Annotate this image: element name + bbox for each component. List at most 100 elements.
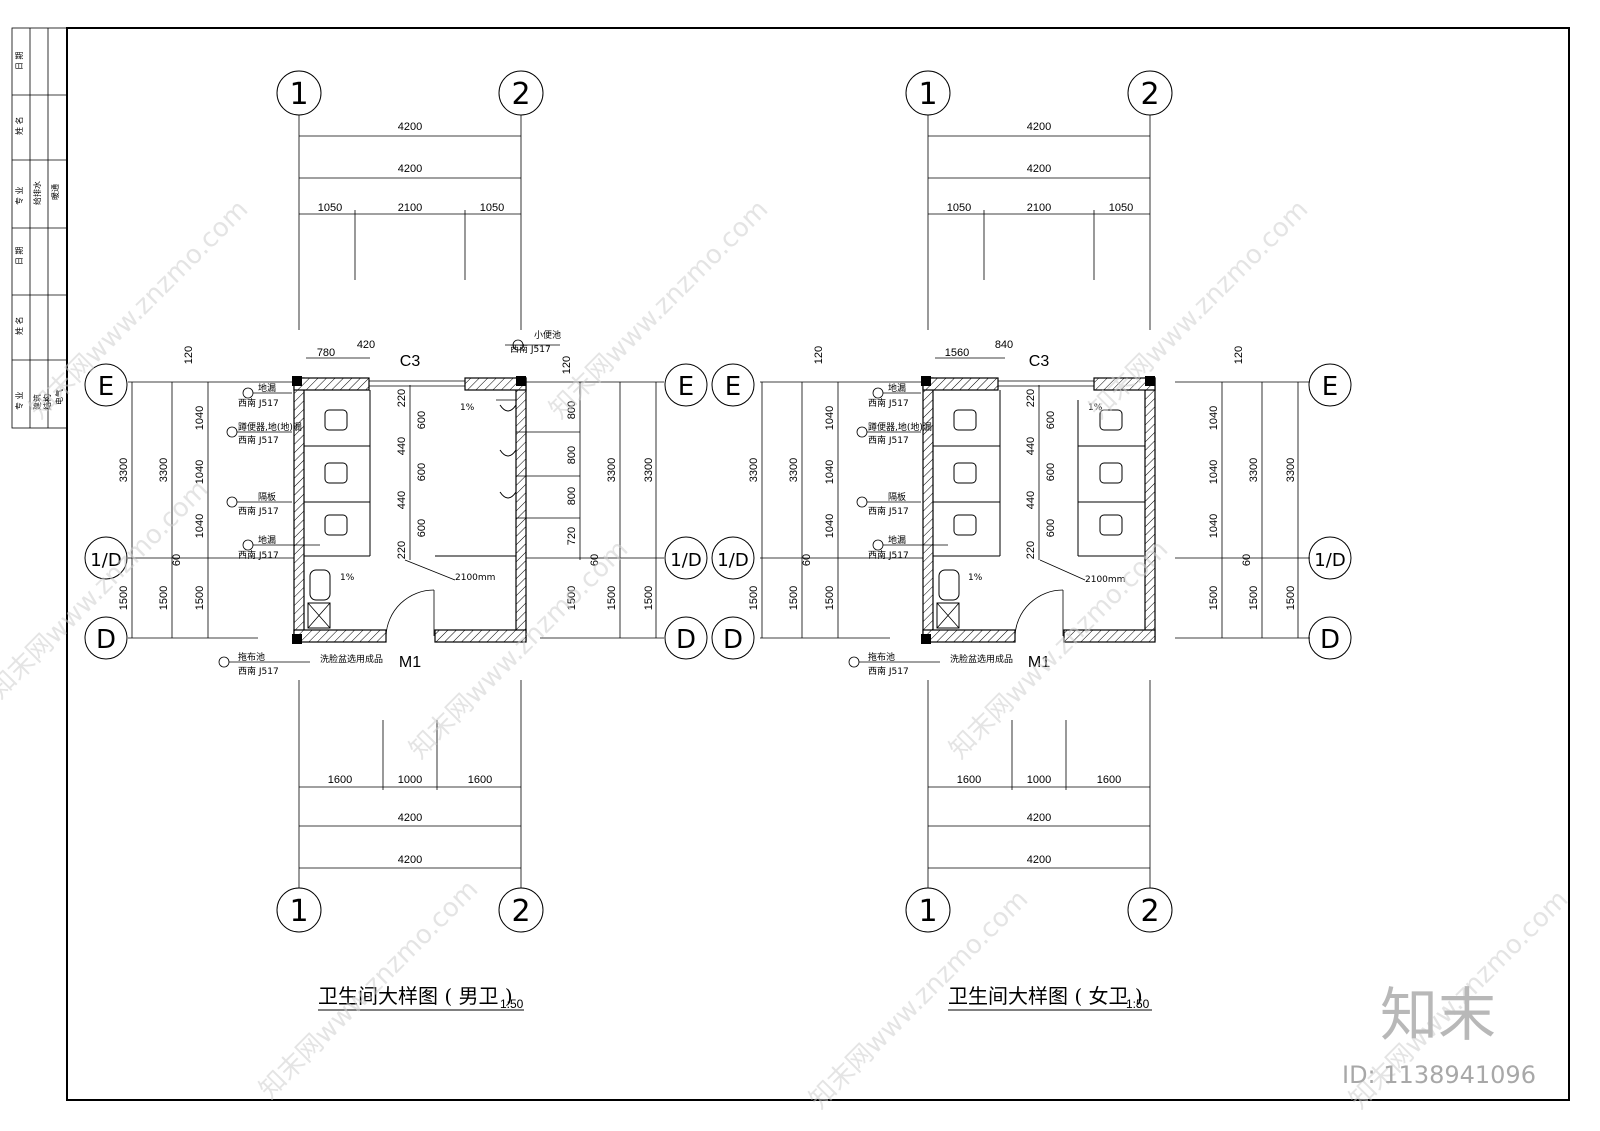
male-right-60: 60 bbox=[589, 554, 601, 566]
male-note-mop: 拖布池 bbox=[238, 651, 265, 663]
female-right-60: 60 bbox=[1241, 554, 1253, 566]
female-title: 卫生间大样图 ( 女卫 ) bbox=[948, 984, 1143, 1008]
watermark-id: ID: 1138941096 bbox=[1342, 1061, 1536, 1089]
dim-bottom-1600-b: 1600 bbox=[468, 774, 492, 786]
female-note-mop: 拖布池 bbox=[868, 651, 895, 663]
f-grid-bubble-1-bottom bbox=[905, 887, 951, 933]
male-dim-120-left: 120 bbox=[183, 346, 195, 364]
f-grid-bubble-E-right bbox=[1308, 363, 1352, 407]
dim-top-4200-a: 4200 bbox=[398, 121, 422, 133]
female-note-ref-2: 西南 J517 bbox=[868, 434, 909, 446]
male-right-3300-b: 3300 bbox=[643, 458, 655, 482]
dim-top-1050-b: 1050 bbox=[480, 202, 504, 214]
female-dim-220-top: 220 bbox=[1025, 389, 1037, 407]
female-note-ref-4: 西南 J517 bbox=[868, 549, 909, 561]
male-window-c3: C3 bbox=[400, 353, 421, 370]
grid-label-2-top: 2 bbox=[511, 77, 530, 112]
male-dim-420: 420 bbox=[357, 339, 375, 351]
f-grid-label-D-right: D bbox=[1320, 625, 1340, 655]
male-note-partition: 隔板 bbox=[258, 491, 276, 503]
f-grid-bubble-1D-left bbox=[711, 536, 755, 580]
male-note-ref-4: 西南 J517 bbox=[238, 549, 279, 561]
male-left-3300-a: 3300 bbox=[118, 458, 130, 482]
grid-label-1D-left: 1/D bbox=[90, 550, 121, 571]
grid-bubble-E-mid-a bbox=[664, 363, 708, 407]
tb-hvac: 暖通 bbox=[50, 184, 60, 200]
male-right-1500-c: 1500 bbox=[643, 586, 655, 610]
male-dim-720: 720 bbox=[566, 527, 578, 545]
grid-bubble-E-left bbox=[84, 363, 128, 407]
female-left-3300-a: 3300 bbox=[748, 458, 760, 482]
male-slope: 1% bbox=[460, 403, 475, 413]
male-dim-440-a: 440 bbox=[396, 437, 408, 455]
female-dim-2100mm: 2100mm bbox=[1085, 575, 1125, 585]
male-dim-220-bottom: 220 bbox=[396, 541, 408, 559]
tb-structure: 结构 bbox=[42, 394, 52, 410]
female-left-1500-c: 1500 bbox=[824, 586, 836, 610]
female-note-ref-1: 西南 J517 bbox=[868, 397, 909, 409]
male-slope-2: 1% bbox=[340, 573, 355, 583]
male-right-1500-b: 1500 bbox=[606, 586, 618, 610]
male-left-3300-b: 3300 bbox=[158, 458, 170, 482]
watermark-3: 知末网www.znzmo.com bbox=[1084, 194, 1315, 425]
male-note-urinal-ref: 西南 J517 bbox=[510, 343, 551, 355]
male-dim-440-b: 440 bbox=[396, 491, 408, 509]
female-slope: 1% bbox=[1088, 403, 1103, 413]
f-dim-top-2100: 2100 bbox=[1027, 202, 1051, 214]
f-dim-bottom-1600-b: 1600 bbox=[1097, 774, 1121, 786]
female-right-3300-a: 3300 bbox=[1248, 458, 1260, 482]
female-left-1500-a: 1500 bbox=[748, 586, 760, 610]
female-note-ref-5: 西南 J517 bbox=[868, 665, 909, 677]
tb-name-1: 姓 名 bbox=[14, 116, 24, 135]
male-note-urinal: 小便池 bbox=[534, 329, 561, 341]
f-dim-bottom-1600-a: 1600 bbox=[957, 774, 981, 786]
title-block: 日 期 姓 名 专 业 给排水 暖通 日 期 姓 名 专 业 建筑 结构 电气 bbox=[11, 27, 68, 429]
grid-bubble-1D-mid-a bbox=[664, 536, 708, 580]
grid-bubble-D-mid-a bbox=[664, 616, 708, 660]
f-grid-bubble-E-left bbox=[711, 363, 755, 407]
male-left-1040-b: 1040 bbox=[194, 460, 206, 484]
grid-bubble-2-bottom bbox=[498, 887, 544, 933]
male-dim-780: 780 bbox=[317, 347, 335, 359]
female-left-1040-c: 1040 bbox=[824, 514, 836, 538]
drawing-frame bbox=[66, 27, 1570, 1101]
watermark-6: 知末网www.znzmo.com bbox=[944, 534, 1175, 765]
grid-bubble-D-left bbox=[84, 616, 128, 660]
female-note-basin: 洗脸盆选用成品 bbox=[950, 653, 1013, 665]
dim-bottom-1000: 1000 bbox=[398, 774, 422, 786]
male-dim-120-right: 120 bbox=[561, 356, 573, 374]
male-title: 卫生间大样图 ( 男卫 ) bbox=[318, 984, 513, 1008]
male-left-1500-a: 1500 bbox=[118, 586, 130, 610]
male-dim-800-b: 800 bbox=[566, 446, 578, 464]
male-note-drain-1: 地漏 bbox=[258, 382, 276, 394]
dim-bottom-4200-b: 4200 bbox=[398, 854, 422, 866]
male-dim-600-b: 600 bbox=[416, 463, 428, 481]
male-door-m1: M1 bbox=[399, 654, 421, 671]
male-note-ref-1: 西南 J517 bbox=[238, 397, 279, 409]
f-grid-bubble-1D-right bbox=[1308, 536, 1352, 580]
f-dim-top-4200-b: 4200 bbox=[1027, 163, 1051, 175]
tb-date-2: 日 期 bbox=[15, 246, 24, 265]
male-dim-220-top: 220 bbox=[396, 389, 408, 407]
f-dim-bottom-4200-a: 4200 bbox=[1027, 812, 1051, 824]
male-right-3300-a: 3300 bbox=[606, 458, 618, 482]
female-dim-120-left: 120 bbox=[813, 346, 825, 364]
tb-discipline-1: 专 业 bbox=[14, 186, 24, 205]
male-left-1500-b: 1500 bbox=[158, 586, 170, 610]
f-grid-bubble-2-bottom bbox=[1127, 887, 1173, 933]
female-left-60: 60 bbox=[801, 554, 813, 566]
grid-bubble-1D-left bbox=[84, 536, 128, 580]
dim-bottom-1600-a: 1600 bbox=[328, 774, 352, 786]
female-door-m1: M1 bbox=[1028, 654, 1050, 671]
male-left-1040-a: 1040 bbox=[194, 406, 206, 430]
f-grid-bubble-D-right bbox=[1308, 616, 1352, 660]
female-note-drain-2: 地漏 bbox=[888, 534, 906, 546]
female-scale: 1:50 bbox=[1126, 997, 1150, 1011]
male-dim-600-c: 600 bbox=[416, 519, 428, 537]
grid-label-1-top: 1 bbox=[289, 77, 308, 112]
male-note-drain-2: 地漏 bbox=[258, 534, 276, 546]
male-plan: 1 2 4200 4200 1050 2100 1050 780 420 C3 … bbox=[84, 70, 708, 1011]
female-right-1040-b: 1040 bbox=[1208, 460, 1220, 484]
tb-architecture: 建筑 bbox=[32, 394, 42, 410]
